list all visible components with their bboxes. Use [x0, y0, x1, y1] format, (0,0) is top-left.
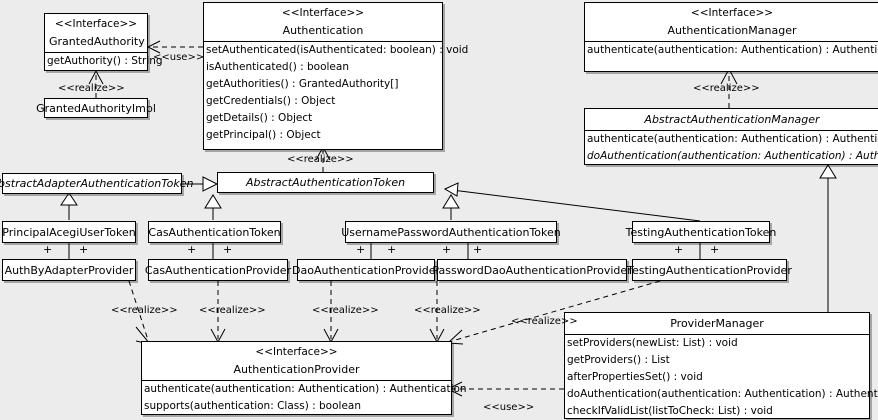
- stereotype-label: <<Interface>>: [281, 7, 365, 19]
- class-name-label: AbstractAdapterAuthenticationToken: [0, 177, 194, 190]
- operations-compartment-authentication-provider: authenticate(authentication: Authenticat…: [142, 380, 467, 415]
- class-auth-by-adapter-provider[interactable]: AuthByAdapterProvider: [2, 259, 136, 281]
- edge-label-realize-cas-provider: <<realize>>: [199, 305, 266, 316]
- edge-label-realize-password-dao-provider: <<realize>>: [414, 305, 481, 316]
- class-principal-acegi-user-token[interactable]: PrincipalAcegiUserToken: [2, 221, 136, 243]
- edge-label-realize-auth-by-adapter: <<realize>>: [111, 305, 178, 316]
- operation-item: checkIfValidList(listToCheck: List) : vo…: [567, 405, 773, 417]
- edge-label-realize-testing-provider: <<realize>>: [511, 316, 578, 327]
- class-cas-authentication-token[interactable]: CasAuthenticationToken: [148, 221, 281, 243]
- edge-label-realize-abstract-token: <<realize>>: [287, 154, 354, 165]
- arrowhead-generalize-provider-manager: [819, 164, 837, 179]
- stereotype-label: <<Interface>>: [690, 7, 774, 19]
- class-name-label: ProviderManager: [670, 317, 764, 330]
- class-testing-authentication-provider[interactable]: TestingAuthenticationProvider: [627, 259, 792, 281]
- association-marker-plus: +: [187, 243, 197, 256]
- class-password-dao-authentication-provider[interactable]: PasswordDaoAuthenticationProvider: [432, 259, 632, 281]
- class-header-authentication: <<Interface>> Authentication: [204, 3, 442, 41]
- class-name-label: AuthenticationManager: [667, 24, 797, 37]
- operations-compartment-granted-authority: getAuthority() : String: [45, 52, 163, 70]
- operation-item: getPrincipal() : Object: [206, 129, 321, 141]
- operations-compartment-abstract-authentication-manager: authenticate(authentication: Authenticat…: [585, 130, 878, 165]
- edge-label-realize-abstract-manager: <<realize>>: [693, 83, 760, 94]
- class-name-label: AbstractAuthenticationToken: [245, 176, 406, 189]
- class-name-label: Authentication: [282, 24, 364, 37]
- association-marker-plus: +: [710, 243, 720, 256]
- edge-label-realize-granted-authority: <<realize>>: [58, 83, 125, 94]
- class-name-label: GrantedAuthorityImpl: [36, 101, 156, 115]
- operation-item: doAuthentication(authentication: Authent…: [587, 150, 878, 162]
- class-header-granted-authority: <<Interface>> GrantedAuthority: [45, 14, 147, 52]
- class-testing-authentication-token[interactable]: TestingAuthenticationToken: [626, 221, 776, 243]
- stereotype-label: <<Interface>>: [255, 346, 338, 358]
- association-marker-plus: +: [473, 243, 483, 256]
- class-name-label: CasAuthenticationToken: [148, 225, 281, 239]
- association-marker-plus: +: [79, 243, 89, 256]
- operation-item: authenticate(authentication: Authenticat…: [587, 44, 878, 56]
- operation-item: authenticate(authentication: Authenticat…: [144, 383, 467, 395]
- association-marker-plus: +: [674, 243, 684, 256]
- operation-item: authenticate(authentication: Authenticat…: [587, 133, 878, 145]
- operation-item: doAuthentication(authentication: Authent…: [567, 388, 878, 400]
- arrowhead-generalize-principal-token: [60, 192, 78, 206]
- class-granted-authority[interactable]: <<Interface>> GrantedAuthority getAuthor…: [44, 13, 163, 71]
- arrowhead-generalize-username-password-token: [442, 194, 460, 209]
- operation-item: supports(authentication: Class) : boolea…: [144, 400, 361, 412]
- class-authentication[interactable]: <<Interface>> Authentication setAuthenti…: [203, 2, 469, 150]
- class-username-password-authentication-token[interactable]: UsernamePasswordAuthenticationToken: [341, 221, 561, 243]
- class-dao-authentication-provider[interactable]: DaoAuthenticationProvider: [292, 259, 440, 281]
- association-marker-plus: +: [356, 243, 366, 256]
- edge-label-use-granted-authority: <<use>>: [153, 52, 205, 63]
- class-abstract-adapter-authentication-token[interactable]: AbstractAdapterAuthenticationToken: [0, 173, 193, 194]
- operation-item: setAuthenticated(isAuthenticated: boolea…: [206, 44, 469, 56]
- class-name-label: PrincipalAcegiUserToken: [2, 225, 136, 239]
- operation-item: getDetails() : Object: [206, 112, 313, 124]
- edge-generalize-testing-token: [451, 189, 701, 222]
- class-abstract-authentication-token[interactable]: AbstractAuthenticationToken: [217, 172, 434, 193]
- association-marker-plus: +: [442, 243, 452, 256]
- class-name-label: GrantedAuthority: [49, 35, 145, 48]
- operation-item: setProviders(newList: List) : void: [567, 337, 738, 349]
- class-provider-manager[interactable]: ProviderManager setProviders(newList: Li…: [564, 312, 878, 420]
- class-header-authentication-manager: <<Interface>> AuthenticationManager: [585, 3, 878, 41]
- operations-compartment-authentication: setAuthenticated(isAuthenticated: boolea…: [204, 41, 469, 144]
- class-name-label: TestingAuthenticationProvider: [627, 263, 792, 277]
- class-name-label: AuthByAdapterProvider: [4, 263, 134, 277]
- edge-label-use-provider-manager: <<use>>: [483, 402, 535, 413]
- edge-label-realize-dao-provider: <<realize>>: [312, 305, 379, 316]
- class-granted-authority-impl[interactable]: GrantedAuthorityImpl: [36, 98, 156, 118]
- stereotype-label: <<Interface>>: [54, 18, 138, 30]
- arrowhead-generalize-adapter-token: [202, 176, 219, 192]
- operations-compartment-provider-manager: setProviders(newList: List) : void getPr…: [565, 334, 878, 420]
- class-authentication-manager[interactable]: <<Interface>> AuthenticationManager auth…: [584, 2, 878, 72]
- operation-item: getAuthorities() : GrantedAuthority[]: [206, 78, 399, 90]
- operation-item: isAuthenticated() : boolean: [206, 61, 349, 73]
- class-abstract-authentication-manager[interactable]: AbstractAuthenticationManager authentica…: [584, 108, 878, 165]
- class-name-label: DaoAuthenticationProvider: [292, 263, 440, 277]
- class-name-label: TestingAuthenticationToken: [625, 225, 777, 239]
- arrowhead-generalize-testing-token: [443, 182, 459, 197]
- operations-compartment-authentication-manager: authenticate(authentication: Authenticat…: [585, 41, 878, 59]
- class-name-label: AbstractAuthenticationManager: [644, 113, 820, 126]
- operation-item: getAuthority() : String: [47, 55, 163, 67]
- class-header-authentication-provider: <<Interface>> AuthenticationProvider: [142, 342, 451, 380]
- class-name-label: AuthenticationProvider: [233, 363, 360, 376]
- class-cas-authentication-provider[interactable]: CasAuthenticationProvider: [144, 259, 292, 281]
- class-authentication-provider[interactable]: <<Interface>> AuthenticationProvider aut…: [141, 341, 467, 415]
- association-marker-plus: +: [43, 243, 53, 256]
- class-header-provider-manager: ProviderManager: [565, 313, 869, 334]
- association-marker-plus: +: [387, 243, 397, 256]
- operation-item: getProviders() : List: [567, 354, 670, 366]
- class-name-label: CasAuthenticationProvider: [144, 263, 292, 277]
- class-name-label: PasswordDaoAuthenticationProvider: [432, 263, 632, 277]
- operation-item: afterPropertiesSet() : void: [567, 371, 703, 383]
- class-name-label: UsernamePasswordAuthenticationToken: [341, 225, 561, 239]
- association-marker-plus: +: [223, 243, 233, 256]
- arrowhead-generalize-cas-token: [204, 194, 222, 209]
- class-header-abstract-authentication-manager: AbstractAuthenticationManager: [585, 109, 878, 130]
- operation-item: getCredentials() : Object: [206, 95, 336, 107]
